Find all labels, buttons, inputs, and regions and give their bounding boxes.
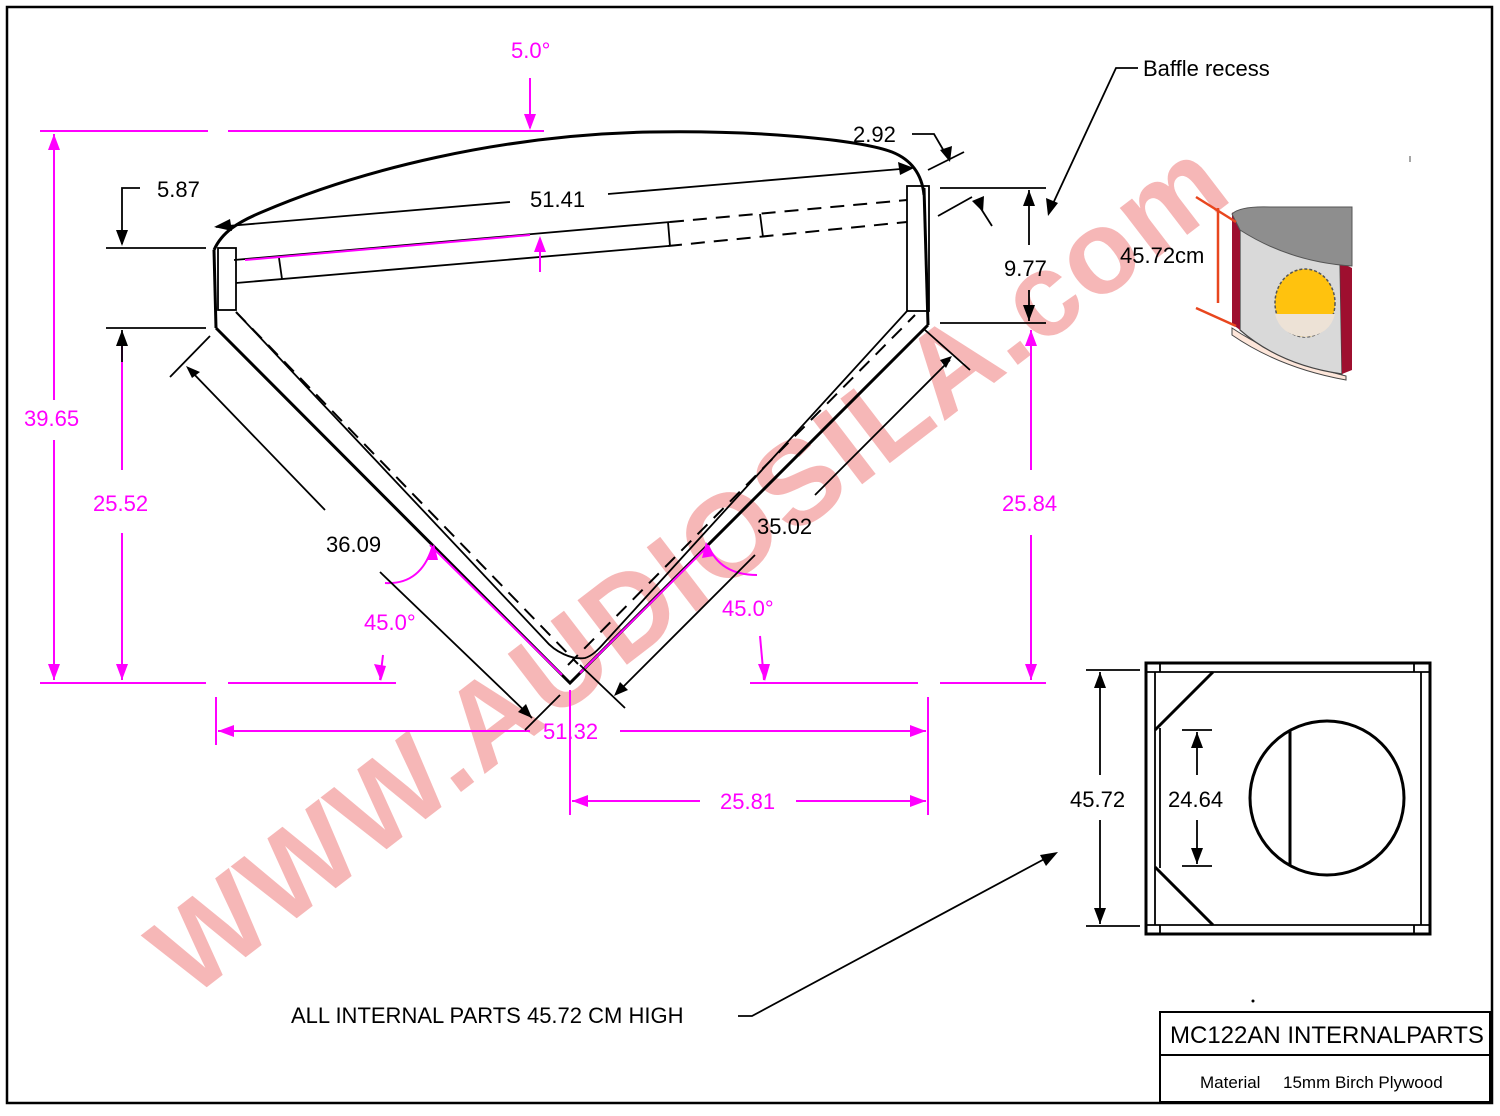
left-recess-dim: 5.87 [157,177,200,202]
iso-left-side [1232,212,1240,330]
baffle-length-dim: 51.41 [530,187,585,212]
left-angle-dim: 45.0° [364,610,416,635]
top-angle-dim: 5.0° [511,38,550,63]
front-driver-circle [1248,719,1406,877]
right-panel-dashed [567,314,916,666]
right-height-dim: 25.84 [1002,491,1057,516]
right-recess [906,185,930,312]
top-angle-width-dim: 2.92 [853,122,896,147]
baffle-top-dashed [669,199,908,223]
sheet-border [5,5,1494,1105]
baffle-recess-callout: Baffle recess [1046,56,1270,216]
black-dimensions: 2.92 5.87 51.41 9.77 36.09 [106,122,1047,731]
right-panel-dim: 35.02 [757,514,812,539]
watermark-text: WWW.AUDIOSILA.com [125,113,1252,1021]
v-panels-outer [214,323,930,686]
title-block: MC122AN INTERNALPARTS Material 15mm Birc… [1159,1011,1491,1103]
curved-top-panel [212,130,926,251]
left-panel-dashed [235,311,579,665]
isometric-enclosure: 45.72cm [1120,156,1411,381]
baffle-ticks [278,213,764,280]
right-angle-dim: 45.0° [722,596,774,621]
iso-right-side [1340,262,1352,374]
front-height-dim: 45.72 [1070,787,1125,812]
front-port-dim: 24.64 [1168,787,1223,812]
title-text: MC122AN INTERNALPARTS [1170,1022,1484,1049]
right-side-outer [922,187,930,326]
total-height-dim: 39.65 [24,406,79,431]
watermark: WWW.AUDIOSILA.com [125,113,1252,1021]
magenta-dimensions: 5.0° 39.65 25.52 25.84 45.0° [24,38,1057,815]
baffle-magenta-line [244,234,531,261]
left-side-outer [212,249,218,329]
baffle-recess-label: Baffle recess [1143,56,1270,81]
material-value: 15mm Birch Plywood [1283,1073,1443,1092]
right-recess-dim: 9.77 [1004,256,1047,281]
top-view [212,130,930,686]
left-panel-dim: 36.09 [326,532,381,557]
half-width-dim: 25.81 [720,789,775,814]
front-outer-box [1144,661,1432,936]
left-recess [217,247,237,311]
left-height-dim: 25.52 [93,491,148,516]
material-label: Material [1200,1073,1260,1092]
left-panel-magenta [429,544,563,676]
v-panels-inner [235,309,909,660]
baffle-bottom-solid [235,245,669,284]
baffle-bottom-dashed [667,221,908,247]
all-parts-note: ALL INTERNAL PARTS 45.72 CM HIGH [291,1003,683,1028]
front-view: 45.72 24.64 [1070,661,1432,936]
iso-height-label: 45.72cm [1120,243,1204,268]
note: ALL INTERNAL PARTS 45.72 CM HIGH [291,852,1255,1028]
iso-top [1231,206,1353,267]
right-panel-magenta [579,547,707,674]
